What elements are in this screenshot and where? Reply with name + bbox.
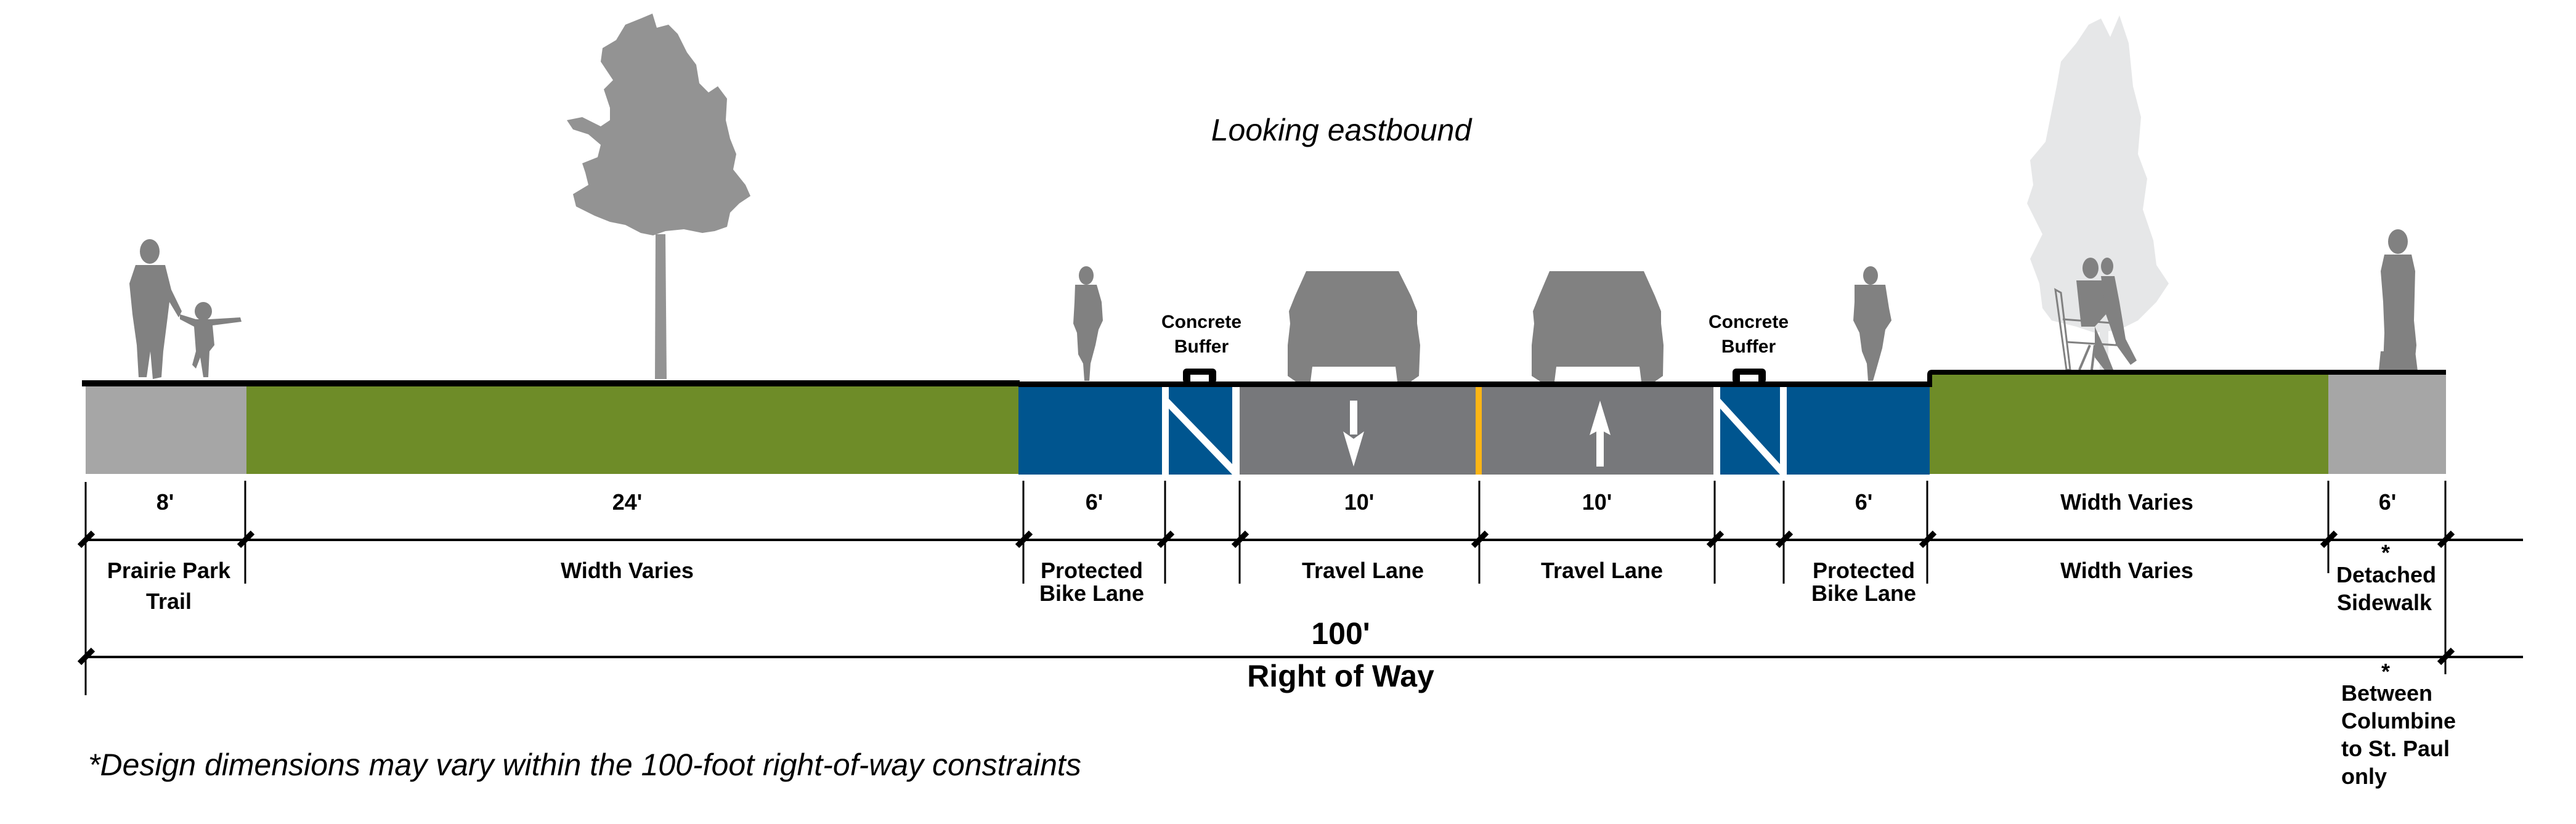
dimension-label: 10' — [1344, 489, 1375, 515]
segment-name: Bike Lane — [1039, 581, 1144, 606]
west-bike-lane-surface — [1018, 386, 1163, 475]
segment-name: Travel Lane — [1541, 558, 1663, 583]
tree-light-icon — [2027, 15, 2169, 382]
concrete-buffer-label-east-line2: Buffer — [1721, 337, 1776, 357]
right-of-way-note: * Between Columbine to St. Paul only — [2341, 659, 2456, 789]
concrete-buffer-curb-east — [1733, 369, 1766, 383]
segment-dimensions: 8' 24' 6' 10' 10' 6' Width Varies 6' — [156, 489, 2397, 515]
segment-name: Detached — [2336, 562, 2436, 587]
arrow-down-icon — [1343, 401, 1364, 467]
west-landscape-surface — [246, 386, 1018, 474]
segment-name: Prairie Park — [107, 558, 231, 583]
center-line-yellow — [1476, 387, 1482, 475]
dimension-label: 8' — [156, 489, 174, 515]
diagram-title: Looking eastbound — [1211, 113, 1473, 147]
dimension-label: 6' — [2379, 489, 2397, 515]
dimension-ticks — [77, 530, 2455, 666]
dimension-label: 10' — [1582, 489, 1612, 515]
bench-with-people-icon — [2054, 258, 2137, 372]
car-front-icon — [1288, 271, 1420, 381]
segment-name: Width Varies — [561, 558, 694, 583]
east-buffer-striping — [1713, 386, 1787, 475]
cyclist-icon — [1853, 266, 1891, 381]
cyclist-icon — [1073, 266, 1103, 381]
concrete-buffer-label-west: Concrete — [1161, 312, 1241, 332]
note-line: Between — [2341, 680, 2432, 706]
footnote: *Design dimensions may vary within the 1… — [88, 748, 1081, 782]
adult-and-child-walking-icon — [129, 239, 242, 379]
concrete-buffer-label-west-line2: Buffer — [1174, 337, 1229, 357]
note-line: Columbine — [2341, 708, 2456, 733]
segment-name: Protected — [1041, 558, 1143, 583]
segment-name: Trail — [146, 589, 192, 614]
sidewalk-surface — [2328, 375, 2446, 474]
segment-name: Travel Lane — [1302, 558, 1424, 583]
west-buffer-striping — [1162, 386, 1240, 475]
segment-name: Sidewalk — [2337, 590, 2432, 615]
note-asterisk: * — [2381, 659, 2390, 684]
westbound-lane-surface — [1240, 387, 1476, 475]
segment-name-asterisk: * — [2381, 540, 2390, 565]
person-with-stroller-icon — [2378, 229, 2418, 379]
ground-line — [82, 370, 2446, 387]
segment-names: Prairie Park Trail Width Varies Protecte… — [107, 540, 2436, 615]
east-bike-lane-surface — [1787, 386, 1930, 475]
segment-name: Width Varies — [2060, 558, 2193, 583]
concrete-buffer-curb-west — [1183, 369, 1216, 383]
dimension-label: 24' — [612, 489, 643, 515]
east-landscape-surface — [1930, 375, 2328, 474]
dimension-label: 6' — [1855, 489, 1873, 515]
trail-surface — [86, 386, 246, 474]
arrow-up-icon — [1590, 401, 1611, 467]
segment-name: Bike Lane — [1811, 581, 1916, 606]
dimension-label: Width Varies — [2060, 489, 2193, 515]
note-line: to St. Paul — [2341, 736, 2450, 761]
note-line: only — [2341, 764, 2387, 789]
concrete-buffer-label-east: Concrete — [1709, 312, 1789, 332]
right-of-way-width: 100' — [1311, 616, 1370, 651]
dimension-lines — [84, 481, 2523, 695]
right-of-way-label: Right of Way — [1247, 659, 1434, 693]
car-rear-icon — [1532, 271, 1664, 381]
tree-icon — [567, 14, 750, 379]
segment-name: Protected — [1813, 558, 1915, 583]
dimension-label: 6' — [1086, 489, 1103, 515]
